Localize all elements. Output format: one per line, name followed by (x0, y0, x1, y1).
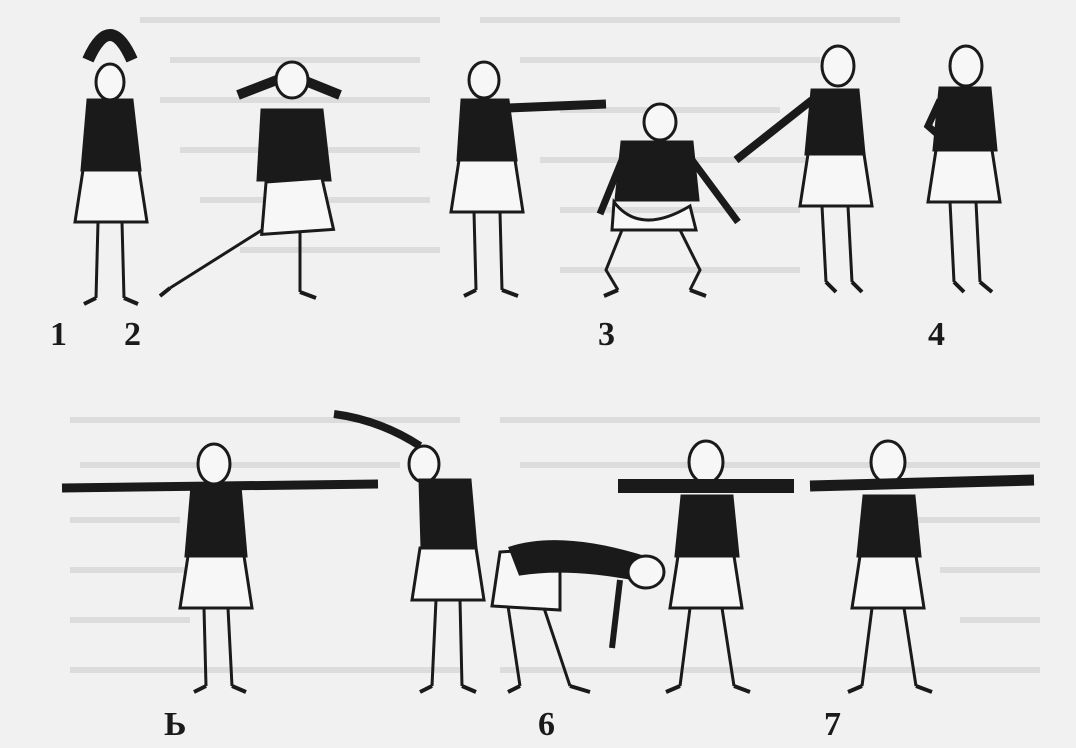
figure-3-arms-forward (449, 60, 607, 298)
figure-2-leg-extended (158, 60, 342, 300)
figure-4-arms-back (733, 44, 874, 294)
figure-1-arms-overhead (73, 29, 149, 306)
figure-label-4: 4 (928, 316, 945, 353)
figure-label-7: 7 (824, 706, 841, 743)
figure-label-2: 2 (124, 316, 141, 353)
figure-label-5: Ь (164, 706, 187, 743)
figure-6-side-bend (333, 410, 486, 694)
figure-7-arms-front (618, 439, 794, 694)
background-texture (70, 17, 1040, 673)
figure-label-6: 6 (538, 706, 555, 743)
figure-3-squat (596, 102, 741, 298)
figure-4-hands-on-hips (923, 44, 1002, 294)
figure-label-3: 3 (598, 316, 615, 353)
figure-7-arms-sideways (809, 439, 1035, 694)
figure-6-forward-bend (490, 540, 666, 694)
figure-5-arms-sideways (61, 442, 379, 694)
figure-label-1: 1 (50, 316, 67, 353)
